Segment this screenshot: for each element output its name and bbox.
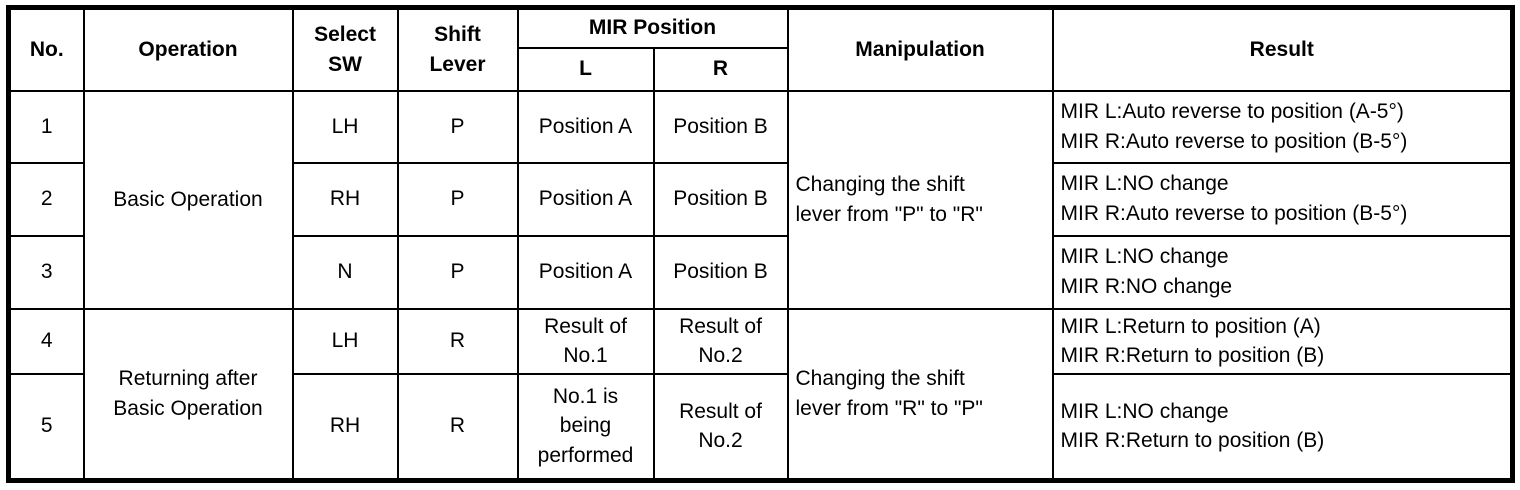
cell-result-5: MIR L:NO change MIR R:Return to position…: [1051, 373, 1514, 482]
table-row-4: 4 Returning after Basic Operation LH R R…: [7, 307, 1514, 482]
cell-select-sw-1: LH: [291, 89, 399, 164]
cell-mir-r-5: Result of No.2: [652, 373, 789, 482]
cell-no-3: 3: [7, 234, 85, 310]
cell-shift-lever-2: P: [396, 161, 519, 237]
cell-shift-lever-4: R: [396, 307, 519, 376]
cell-mir-l-4: Result of No.1: [516, 307, 655, 376]
table-row-3: 3 N P Position A Position B MIR L:NO cha…: [7, 234, 1514, 310]
col-header-result: Result: [1051, 6, 1514, 92]
col-header-operation: Operation: [82, 6, 294, 92]
cell-shift-lever-5: R: [396, 373, 519, 482]
table-header: No. Operation Select SW Shift Lever MIR …: [7, 6, 1514, 92]
cell-select-sw-5: RH: [291, 373, 399, 482]
header-row-top: No. Operation Select SW Shift Lever MIR …: [7, 6, 1514, 92]
col-header-mir-r: R: [652, 46, 789, 92]
col-header-mir-l: L: [516, 46, 655, 92]
cell-select-sw-3: N: [291, 234, 399, 310]
cell-mir-r-4: Result of No.2: [652, 307, 789, 376]
table-row-5: 5 RH R No.1 is being performed Result of…: [7, 373, 1514, 482]
col-header-no: No.: [7, 6, 85, 92]
cell-manipulation-r-to-p: Changing the shift lever from "R" to "P": [786, 307, 1054, 482]
col-header-shift-lever: Shift Lever: [396, 6, 519, 92]
cell-result-2: MIR L:NO change MIR R:Auto reverse to po…: [1051, 161, 1514, 237]
col-header-select-sw: Select SW: [291, 6, 399, 92]
col-header-mir-position: MIR Position: [516, 6, 789, 49]
cell-manipulation-p-to-r: Changing the shift lever from "P" to "R": [786, 89, 1054, 310]
cell-mir-l-1: Position A: [516, 89, 655, 164]
cell-no-4: 4: [7, 307, 85, 376]
cell-result-4: MIR L:Return to position (A) MIR R:Retur…: [1051, 307, 1514, 376]
cell-shift-lever-3: P: [396, 234, 519, 310]
cell-mir-l-5: No.1 is being performed: [516, 373, 655, 482]
header-row-mir-sub: L R: [9, 46, 1513, 92]
cell-operation-returning: Returning after Basic Operation: [82, 307, 294, 482]
table-body: 1 Basic Operation LH P Position A Positi…: [7, 89, 1514, 482]
table-row-1: 1 Basic Operation LH P Position A Positi…: [7, 89, 1514, 310]
cell-result-1: MIR L:Auto reverse to position (A-5°) MI…: [1051, 89, 1514, 164]
cell-shift-lever-1: P: [396, 89, 519, 164]
col-header-manipulation: Manipulation: [786, 6, 1054, 92]
cell-select-sw-2: RH: [291, 161, 399, 237]
cell-mir-r-2: Position B: [652, 161, 789, 237]
cell-select-sw-4: LH: [291, 307, 399, 376]
cell-no-1: 1: [7, 89, 85, 164]
mir-operation-table: No. Operation Select SW Shift Lever MIR …: [6, 5, 1516, 483]
cell-mir-l-3: Position A: [516, 234, 655, 310]
cell-operation-basic: Basic Operation: [82, 89, 294, 310]
cell-mir-r-1: Position B: [652, 89, 789, 164]
cell-mir-l-2: Position A: [516, 161, 655, 237]
cell-no-5: 5: [7, 373, 85, 482]
table-row-2: 2 RH P Position A Position B MIR L:NO ch…: [7, 161, 1514, 237]
cell-mir-r-3: Position B: [652, 234, 789, 310]
cell-no-2: 2: [7, 161, 85, 237]
cell-result-3: MIR L:NO change MIR R:NO change: [1051, 234, 1514, 310]
